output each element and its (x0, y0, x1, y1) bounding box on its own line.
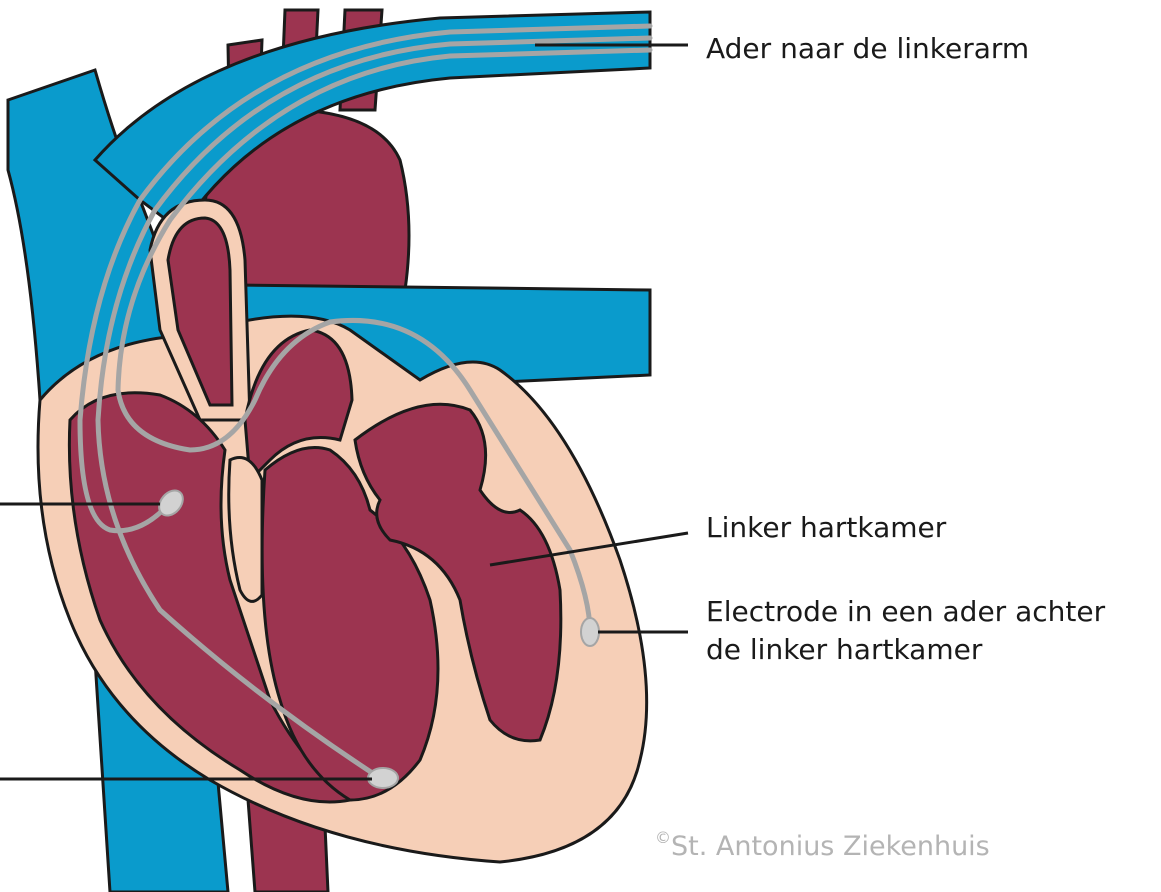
label-left-ventricle: Linker hartkamer (706, 510, 946, 546)
electrode-tip-left-ventricle (581, 618, 599, 646)
copyright-notice: ©St. Antonius Ziekenhuis (655, 828, 990, 862)
label-lv-electrode-line2: de linker hartkamer (706, 632, 982, 668)
label-vein-left-arm: Ader naar de linkerarm (706, 31, 1029, 67)
electrode-tip-right-ventricle (368, 768, 398, 788)
label-lv-electrode-line1: Electrode in een ader achter (706, 594, 1105, 630)
copyright-text: St. Antonius Ziekenhuis (671, 831, 990, 862)
copyright-symbol: © (655, 828, 671, 847)
